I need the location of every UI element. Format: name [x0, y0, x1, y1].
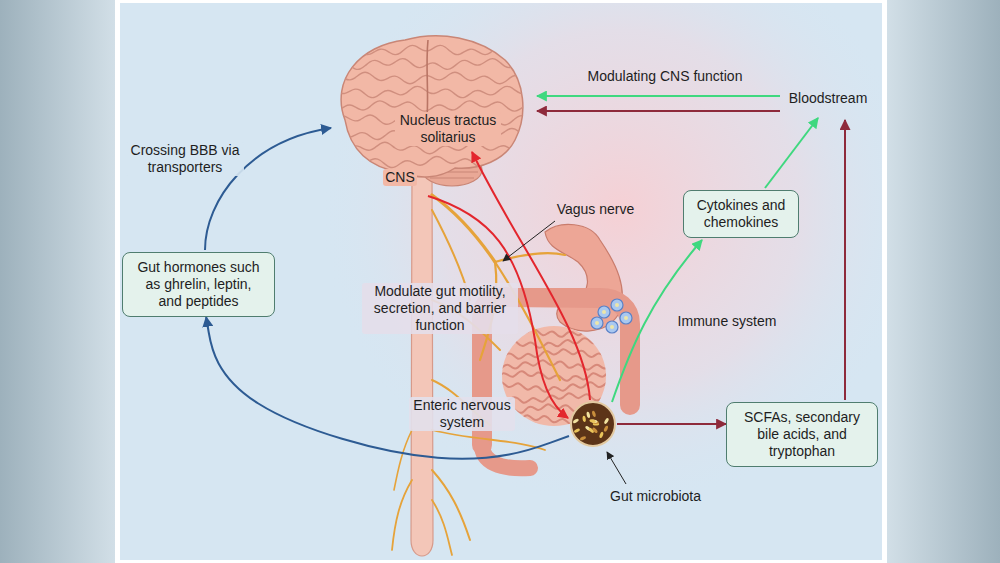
immune-cells [591, 317, 603, 329]
bacterium [573, 428, 580, 434]
label-text: Modulate gut motility, secretion, and ba… [362, 283, 518, 334]
bacterium [591, 410, 596, 417]
brain-gyrus [335, 59, 525, 70]
background [120, 3, 882, 560]
background [120, 3, 882, 560]
bacterium [572, 418, 579, 424]
brain-gyrus [335, 101, 525, 112]
immune-cells [598, 306, 610, 318]
stomach [545, 224, 622, 331]
pathway-connector [617, 423, 726, 425]
nerves [432, 470, 470, 540]
label-text: Nucleus tractus solitarius [395, 112, 501, 146]
pathway-arrows [844, 120, 846, 400]
hormone-box: Gut hormones such as ghrelin, leptin, an… [122, 252, 275, 317]
leader-lines [503, 221, 555, 261]
intestine-coil [498, 382, 608, 392]
brain-gyrus [335, 45, 525, 54]
brain-gyri [335, 45, 525, 167]
microbiota-circle: Gut microbiota [569, 400, 617, 448]
bacterium [592, 427, 599, 434]
pathway-arrows [537, 95, 780, 97]
metabolite-box: SCFAs, secondary bile acids, and tryptop… [726, 402, 878, 467]
structure-label: CNS [380, 168, 420, 186]
immune-cells [591, 299, 632, 333]
microbiota-disc [571, 402, 615, 446]
bacterium [599, 431, 604, 438]
nerves [432, 430, 545, 450]
bacterium [589, 419, 596, 424]
label-text: Immune system [676, 313, 779, 330]
bacterium [586, 412, 590, 419]
intestine-coil [498, 371, 608, 381]
nerves [392, 480, 412, 550]
bacterium [603, 425, 609, 432]
immune-cells [606, 321, 618, 333]
background [0, 0, 118, 563]
nerves [392, 195, 565, 555]
brain-gyrus [335, 156, 525, 168]
label-text: Enteric nervous system [409, 397, 515, 431]
node-text: Gut hormones such as ghrelin, leptin, an… [133, 259, 264, 310]
brain-gyrus [335, 72, 525, 84]
leader-lines [503, 221, 626, 484]
node-text: Gut microbiota [610, 488, 701, 505]
pathway-connector [206, 317, 569, 459]
immune-cells [595, 321, 599, 325]
immune-cells [615, 303, 619, 307]
intestine-coil [498, 338, 608, 348]
immune-cells [611, 299, 623, 311]
microbiota-shape [569, 400, 617, 448]
leader-lines [607, 452, 626, 484]
immune-cells [602, 310, 606, 314]
node-text: SCFAs, secondary bile acids, and tryptop… [737, 409, 867, 460]
immune-cells [610, 325, 614, 329]
function-label: Modulate gut motility, secretion, and ba… [362, 283, 518, 334]
pathway-arrows [472, 152, 590, 400]
bacterium [603, 417, 609, 424]
brain-gyrus [335, 86, 525, 97]
label-text: Bloodstream [787, 90, 870, 107]
cytokine-box: Cytokines and chemokines [683, 190, 799, 238]
spinal-cord [411, 165, 433, 556]
bacterium [582, 416, 586, 423]
brain [341, 36, 523, 177]
node-text: Cytokines and chemokines [694, 197, 788, 231]
structure-label: Immune system [672, 312, 782, 330]
pathway-arrows [205, 96, 845, 418]
nerves [394, 430, 412, 490]
label-text: Vagus nerve [555, 201, 637, 218]
pathway-label: Crossing BBB via transporters [126, 142, 244, 176]
stomach [545, 224, 622, 331]
label-text: CNS [383, 169, 417, 186]
bacterium [579, 436, 586, 441]
region-label: Bloodstream [782, 89, 874, 107]
structure-label: Nucleus tractus solitarius [395, 112, 501, 146]
brain [335, 36, 525, 186]
pathway-arrows [765, 118, 818, 188]
pathway-label: Modulating CNS function [572, 67, 758, 85]
spinal-cord [411, 165, 433, 556]
nerves [432, 500, 452, 555]
label-text: Modulating CNS function [586, 68, 745, 85]
structure-label: Enteric nervous system [409, 397, 515, 431]
immune-cells [620, 312, 632, 324]
intestine-coil [498, 349, 608, 360]
immune-cells [624, 316, 628, 320]
label-text: Crossing BBB via transporters [126, 142, 244, 176]
pathway-arrows [537, 110, 780, 112]
background [115, 0, 887, 563]
background [884, 0, 1000, 563]
structure-label: Vagus nerve [548, 200, 643, 218]
